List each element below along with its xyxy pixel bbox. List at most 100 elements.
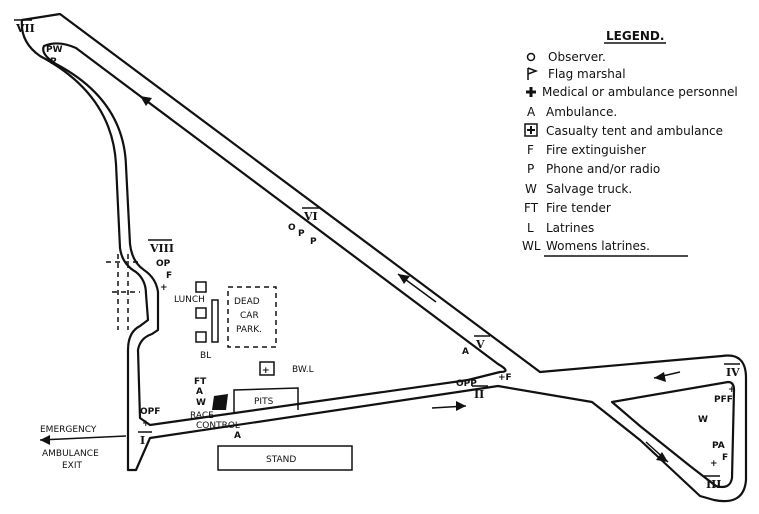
svg-text:A: A	[234, 431, 241, 441]
legend-item: FT Fire tender	[524, 201, 611, 215]
dead-car-park-label-3: PARK.	[236, 325, 262, 335]
dead-car-park-label-1: DEAD	[234, 297, 260, 307]
stand-label: STAND	[266, 455, 296, 465]
ambulance-symbol: A	[527, 105, 536, 119]
legend-item: F Fire extinguisher	[527, 143, 646, 157]
emergency-exit-arrow	[39, 435, 127, 441]
legend-item: Casualty tent and ambulance	[524, 123, 723, 138]
legend-item: L Latrines	[527, 221, 594, 235]
post-viii-label: VIII	[149, 242, 174, 255]
svg-text:P: P	[298, 229, 305, 239]
post-vi-label: VI	[303, 210, 318, 223]
svg-text:Casualty tent and ambulance: Casualty tent and ambulance	[546, 124, 723, 138]
lunch-box-1	[195, 281, 207, 293]
emergency-exit: EMERGENCY AMBULANCE EXIT	[39, 425, 127, 471]
post-vii-codes: PW	[46, 45, 63, 55]
svg-text:+: +	[160, 283, 168, 293]
post-ii-codes: OPP	[456, 379, 477, 389]
stand-building	[217, 445, 353, 471]
bwl-label: BW.L	[292, 365, 314, 375]
svg-text:+: +	[728, 385, 736, 395]
marshal-posts: VII PW P VI O P P VIII OP F + V A II OPP…	[14, 19, 740, 491]
emergency-label-2: AMBULANCE	[42, 449, 99, 459]
medical-cross-icon	[526, 87, 536, 97]
post-vii-codes-b: P	[50, 57, 57, 67]
arrow-hairpin-return	[653, 371, 681, 382]
pits-label: PITS	[254, 397, 274, 407]
fire-tender-code: FT	[194, 377, 207, 387]
legend-item: W Salvage truck.	[525, 182, 632, 196]
bl-label: BL	[200, 351, 211, 361]
emergency-label-3: EXIT	[62, 461, 83, 471]
casualty-tent-legend-icon	[524, 123, 538, 137]
post-iv-codes: PFF	[714, 395, 733, 405]
legend-item: Observer.	[526, 50, 606, 64]
legend-item: Medical or ambulance personnel	[526, 85, 738, 99]
svg-text:Salvage truck.: Salvage truck.	[546, 182, 632, 196]
post-iv-label: IV	[726, 366, 740, 379]
flag-icon	[527, 67, 539, 80]
salvage-truck-iii: W	[698, 415, 708, 425]
svg-text:+F: +F	[498, 373, 512, 383]
svg-text:Fire extinguisher: Fire extinguisher	[546, 143, 646, 157]
post-i-codes: OPF	[140, 407, 160, 417]
direction-arrows	[139, 95, 681, 463]
arrow-north	[139, 95, 171, 119]
svg-text:Medical or ambulance personnel: Medical or ambulance personnel	[542, 85, 738, 99]
legend-item: A Ambulance.	[527, 105, 617, 119]
lunch-bar	[211, 299, 219, 343]
svg-text:+: +	[142, 419, 150, 429]
fire-extinguisher-symbol: F	[527, 143, 534, 157]
race-control-building	[212, 394, 228, 410]
womens-latrines-symbol: WL	[522, 239, 541, 253]
ambulance-code: A	[196, 387, 203, 397]
arrow-diagonal	[397, 273, 437, 303]
salvage-truck-symbol: W	[525, 182, 537, 196]
track-inner-edge	[42, 42, 507, 427]
track-outer-edge	[20, 12, 748, 503]
phone-symbol: P	[527, 162, 534, 176]
lunch-label: LUNCH	[174, 295, 205, 305]
post-vii-label: VII	[15, 22, 35, 35]
legend-item: WL Womens latrines.	[522, 239, 688, 257]
post-iii-label: III	[706, 478, 721, 491]
svg-text:+: +	[262, 366, 270, 376]
svg-text:Ambulance.: Ambulance.	[546, 105, 617, 119]
casualty-tent-icon	[259, 361, 275, 376]
dead-car-park-label-2: CAR	[240, 311, 259, 321]
post-viii-codes: OP	[156, 259, 171, 269]
post-ii-label: II	[474, 388, 484, 401]
latrines-symbol: L	[527, 221, 534, 235]
hairpin-infield	[610, 380, 736, 489]
svg-text:+: +	[710, 459, 718, 469]
post-v-codes: A	[462, 347, 469, 357]
svg-text:Latrines: Latrines	[546, 221, 594, 235]
infield: LUNCH DEAD CAR PARK. BL + BW.L RACE CONT…	[174, 281, 353, 471]
post-vi-codes: O	[288, 223, 296, 233]
salvage-truck-code: W	[196, 398, 206, 408]
lunch-box-2	[195, 307, 207, 319]
svg-text:Womens latrines.: Womens latrines.	[546, 239, 650, 253]
legend-title: LEGEND.	[606, 29, 664, 43]
race-control-label-2: CONTROL	[196, 421, 240, 431]
svg-text:Fire tender: Fire tender	[546, 201, 611, 215]
svg-text:Observer.: Observer.	[548, 50, 606, 64]
svg-text:Flag marshal: Flag marshal	[548, 67, 626, 81]
legend-item: P Phone and/or radio	[527, 162, 660, 176]
emergency-label-1: EMERGENCY	[40, 425, 97, 435]
observer-icon	[526, 52, 536, 62]
post-iii-codes: PA	[712, 441, 725, 451]
pits-area	[233, 387, 299, 412]
svg-text:Phone and/or radio: Phone and/or radio	[546, 162, 660, 176]
lunch-box-3	[195, 331, 207, 343]
race-control-label-1: RACE	[190, 411, 214, 421]
post-viii-codes-b: F	[166, 271, 172, 281]
svg-text:P: P	[310, 237, 317, 247]
track-outline	[20, 12, 748, 503]
post-i-label: I	[140, 434, 145, 447]
fire-tender-symbol: FT	[524, 201, 539, 215]
post-iii-codes-b: F	[722, 453, 728, 463]
arrow-hairpin-down	[645, 441, 669, 463]
